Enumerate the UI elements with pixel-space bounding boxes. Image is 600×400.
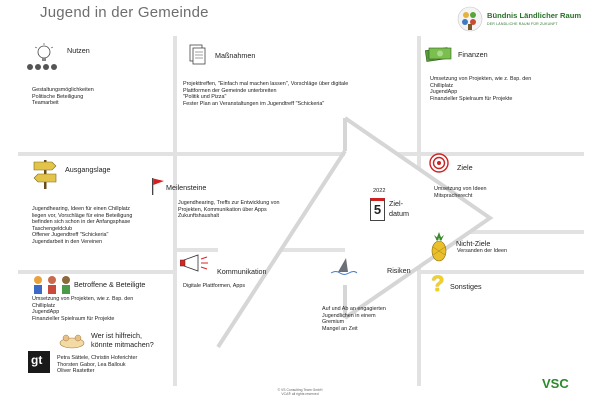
ausgangslage-title: Ausgangslage bbox=[65, 165, 111, 174]
finanzen-items: Umsetzung von Projekten, wie z. Bsp. den… bbox=[430, 76, 532, 102]
kommunikation-title: Kommunikation bbox=[217, 267, 267, 276]
footer-copyright: © VS Consulting Team GmbH VCA® all right… bbox=[277, 388, 323, 397]
signpost-icon bbox=[33, 160, 57, 189]
nicht-ziele-title: Nicht-Ziele bbox=[456, 239, 491, 248]
zieldatum-label: Ziel- datum bbox=[389, 199, 409, 218]
calendar-icon: 5 bbox=[370, 198, 385, 221]
documents-icon bbox=[189, 44, 206, 65]
finanzen-title: Finanzen bbox=[458, 50, 488, 59]
nutzen-items: Gestaltungsmöglichkeiten Politische Bete… bbox=[32, 87, 94, 107]
massnahmen-items: Projekttreffen, "Einfach mal machen lass… bbox=[183, 81, 349, 107]
panel-massnahmen bbox=[177, 36, 417, 152]
calendar-day: 5 bbox=[373, 202, 382, 217]
thinking-person-icon bbox=[59, 334, 85, 349]
emblem-icon bbox=[457, 6, 483, 32]
shark-fin-icon bbox=[330, 258, 358, 275]
megaphone-icon bbox=[180, 254, 208, 272]
meilensteine-items: Jugendhearing, Treffs zur Entwicklung vo… bbox=[178, 200, 280, 220]
gt-logo: gt bbox=[28, 351, 50, 373]
ziele-title: Ziele bbox=[457, 163, 473, 172]
logo-tagline: DER LÄNDLICHE RAUM FÜR ZUKUNFT bbox=[487, 22, 558, 26]
idea-bulb-icon bbox=[27, 43, 57, 70]
betroffene-items: Umsetzung von Projekten, wie z. Bsp. den… bbox=[32, 296, 134, 322]
ausgangslage-items: Jugendhearing, Ideen für einen Chillplat… bbox=[32, 206, 133, 245]
risiken-title: Risiken bbox=[387, 266, 411, 275]
people-icon bbox=[34, 276, 70, 294]
meilensteine-title: Meilensteine bbox=[166, 183, 207, 192]
panel-sonstiges bbox=[421, 274, 584, 386]
nicht-ziele-items: Versanden der Ideen bbox=[457, 248, 508, 254]
risiken-items: Auf und Ab an engagierten Jugendlichen i… bbox=[322, 306, 386, 332]
zieldatum-year: 2022 bbox=[373, 188, 386, 194]
target-icon bbox=[429, 153, 449, 173]
ziele-items: Umsetzung von Ideen Mitspracherecht bbox=[434, 186, 487, 199]
buendnis-logo: Bündnis Ländlicher Raum DER LÄNDLICHE RA… bbox=[456, 6, 596, 32]
betroffene-helper: Wer ist hilfreich, könnte mitmachen? bbox=[91, 331, 154, 349]
flag-icon bbox=[152, 178, 164, 195]
betroffene-title: Betroffene & Beteiligte bbox=[74, 280, 146, 289]
page-title: Jugend in der Gemeinde bbox=[40, 4, 209, 21]
massnahmen-title: Maßnahmen bbox=[215, 51, 256, 60]
sonstiges-title: Sonstiges bbox=[450, 282, 482, 291]
logo-name: Bündnis Ländlicher Raum bbox=[487, 11, 582, 20]
pineapple-icon bbox=[431, 232, 447, 262]
money-icon bbox=[425, 47, 452, 62]
kommunikation-items: Digitale Plattformen, Apps bbox=[183, 283, 246, 289]
nutzen-title: Nutzen bbox=[67, 46, 90, 55]
betroffene-people: Petra Sättele, Christin Hoferichter Thor… bbox=[57, 355, 138, 375]
question-mark-icon: ? bbox=[431, 271, 445, 296]
vsc-logo: VSC bbox=[542, 376, 569, 391]
